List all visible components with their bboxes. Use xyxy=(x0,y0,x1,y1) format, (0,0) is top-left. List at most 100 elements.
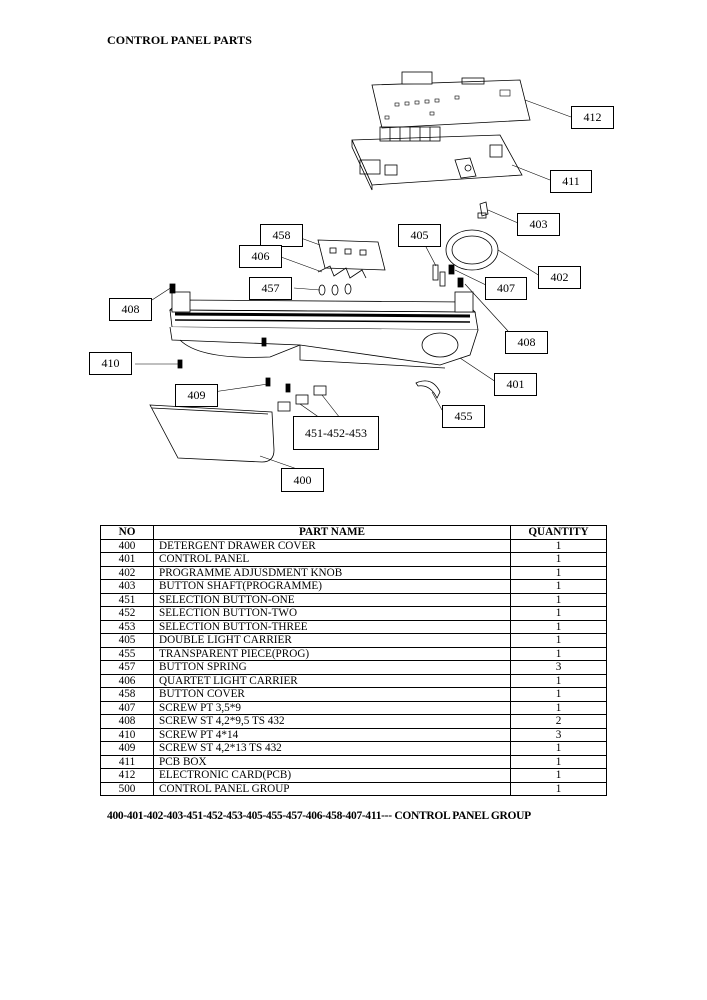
callout-408-right: 408 xyxy=(505,331,548,354)
cell-part-name: QUARTET LIGHT CARRIER xyxy=(153,673,511,688)
cell-no: 408 xyxy=(100,714,154,729)
cell-no: 401 xyxy=(100,552,154,567)
cell-no: 453 xyxy=(100,619,154,634)
cell-quantity: 1 xyxy=(510,754,607,769)
cell-part-name: SELECTION BUTTON-TWO xyxy=(153,606,511,621)
cell-part-name: CONTROL PANEL GROUP xyxy=(153,781,511,796)
cell-no: 451 xyxy=(100,592,154,607)
table-header-row: NO PART NAME QUANTITY xyxy=(100,525,607,540)
cell-no: 452 xyxy=(100,606,154,621)
callout-409: 409 xyxy=(175,384,218,407)
group-footer-note: 400-401-402-403-451-452-453-405-455-457-… xyxy=(107,810,531,822)
cell-quantity: 2 xyxy=(510,714,607,729)
cell-part-name: SCREW PT 4*14 xyxy=(153,727,511,742)
callout-407: 407 xyxy=(485,277,527,300)
callout-411: 411 xyxy=(550,170,592,193)
quartet-light-carrier-drawing xyxy=(317,265,367,279)
cell-part-name: BUTTON COVER xyxy=(153,687,511,702)
cell-no: 406 xyxy=(100,673,154,688)
leader-lines xyxy=(135,99,572,471)
double-light-carrier-drawing xyxy=(432,264,446,287)
cell-no: 409 xyxy=(100,741,154,756)
cell-part-name: CONTROL PANEL xyxy=(153,552,511,567)
callout-405: 405 xyxy=(398,224,441,247)
cell-quantity: 1 xyxy=(510,619,607,634)
callout-402: 402 xyxy=(538,266,581,289)
callout-400: 400 xyxy=(281,468,324,492)
callout-408-left: 408 xyxy=(109,298,152,321)
cell-quantity: 1 xyxy=(510,687,607,702)
cell-part-name: ELECTRONIC CARD(PCB) xyxy=(153,768,511,783)
cell-part-name: DETERGENT DRAWER COVER xyxy=(153,538,511,553)
screw-407-drawing xyxy=(448,264,455,275)
cell-quantity: 1 xyxy=(510,633,607,648)
cell-quantity: 3 xyxy=(510,660,607,675)
callout-403: 403 xyxy=(517,213,560,236)
cell-no: 410 xyxy=(100,727,154,742)
selection-buttons-drawing xyxy=(277,385,327,412)
cell-quantity: 1 xyxy=(510,565,607,580)
cell-quantity: 3 xyxy=(510,727,607,742)
button-shaft-drawing xyxy=(477,201,489,219)
button-cover-drawing xyxy=(317,239,386,271)
cell-quantity: 1 xyxy=(510,700,607,715)
programme-knob-drawing xyxy=(445,229,499,271)
callout-406: 406 xyxy=(239,245,282,268)
cell-no: 457 xyxy=(100,660,154,675)
cell-part-name: SCREW PT 3,5*9 xyxy=(153,700,511,715)
cell-part-name: SELECTION BUTTON-ONE xyxy=(153,592,511,607)
electronic-card-drawing xyxy=(371,71,531,129)
cell-part-name: SCREW ST 4,2*9,5 TS 432 xyxy=(153,714,511,729)
cell-quantity: 1 xyxy=(510,768,607,783)
cell-quantity: 1 xyxy=(510,552,607,567)
control-panel-drawing xyxy=(169,291,479,369)
cell-no: 407 xyxy=(100,700,154,715)
cell-part-name: PROGRAMME ADJUSDMENT KNOB xyxy=(153,565,511,580)
header-no: NO xyxy=(100,525,154,540)
cell-quantity: 1 xyxy=(510,592,607,607)
cell-no: 455 xyxy=(100,646,154,661)
button-spring-drawing xyxy=(318,283,352,296)
cell-part-name: BUTTON SPRING xyxy=(153,660,511,675)
cell-no: 411 xyxy=(100,754,154,769)
cell-no: 402 xyxy=(100,565,154,580)
cell-no: 405 xyxy=(100,633,154,648)
cell-no: 500 xyxy=(100,781,154,796)
cell-part-name: SCREW ST 4,2*13 TS 432 xyxy=(153,741,511,756)
callout-412: 412 xyxy=(571,106,614,129)
cell-part-name: DOUBLE LIGHT CARRIER xyxy=(153,633,511,648)
callout-451-452-453: 451-452-453 xyxy=(293,416,379,450)
callout-455: 455 xyxy=(442,405,485,428)
transparent-piece-drawing xyxy=(415,380,441,399)
cell-no: 403 xyxy=(100,579,154,594)
callout-410: 410 xyxy=(89,352,132,375)
cell-no: 412 xyxy=(100,768,154,783)
cell-quantity: 1 xyxy=(510,538,607,553)
callout-401: 401 xyxy=(494,373,537,396)
cell-quantity: 1 xyxy=(510,579,607,594)
header-quantity: QUANTITY xyxy=(510,525,607,540)
cell-part-name: SELECTION BUTTON-THREE xyxy=(153,619,511,634)
header-part-name: PART NAME xyxy=(153,525,511,540)
callout-458: 458 xyxy=(260,224,303,247)
cell-no: 458 xyxy=(100,687,154,702)
cell-quantity: 1 xyxy=(510,606,607,621)
cell-quantity: 1 xyxy=(510,673,607,688)
